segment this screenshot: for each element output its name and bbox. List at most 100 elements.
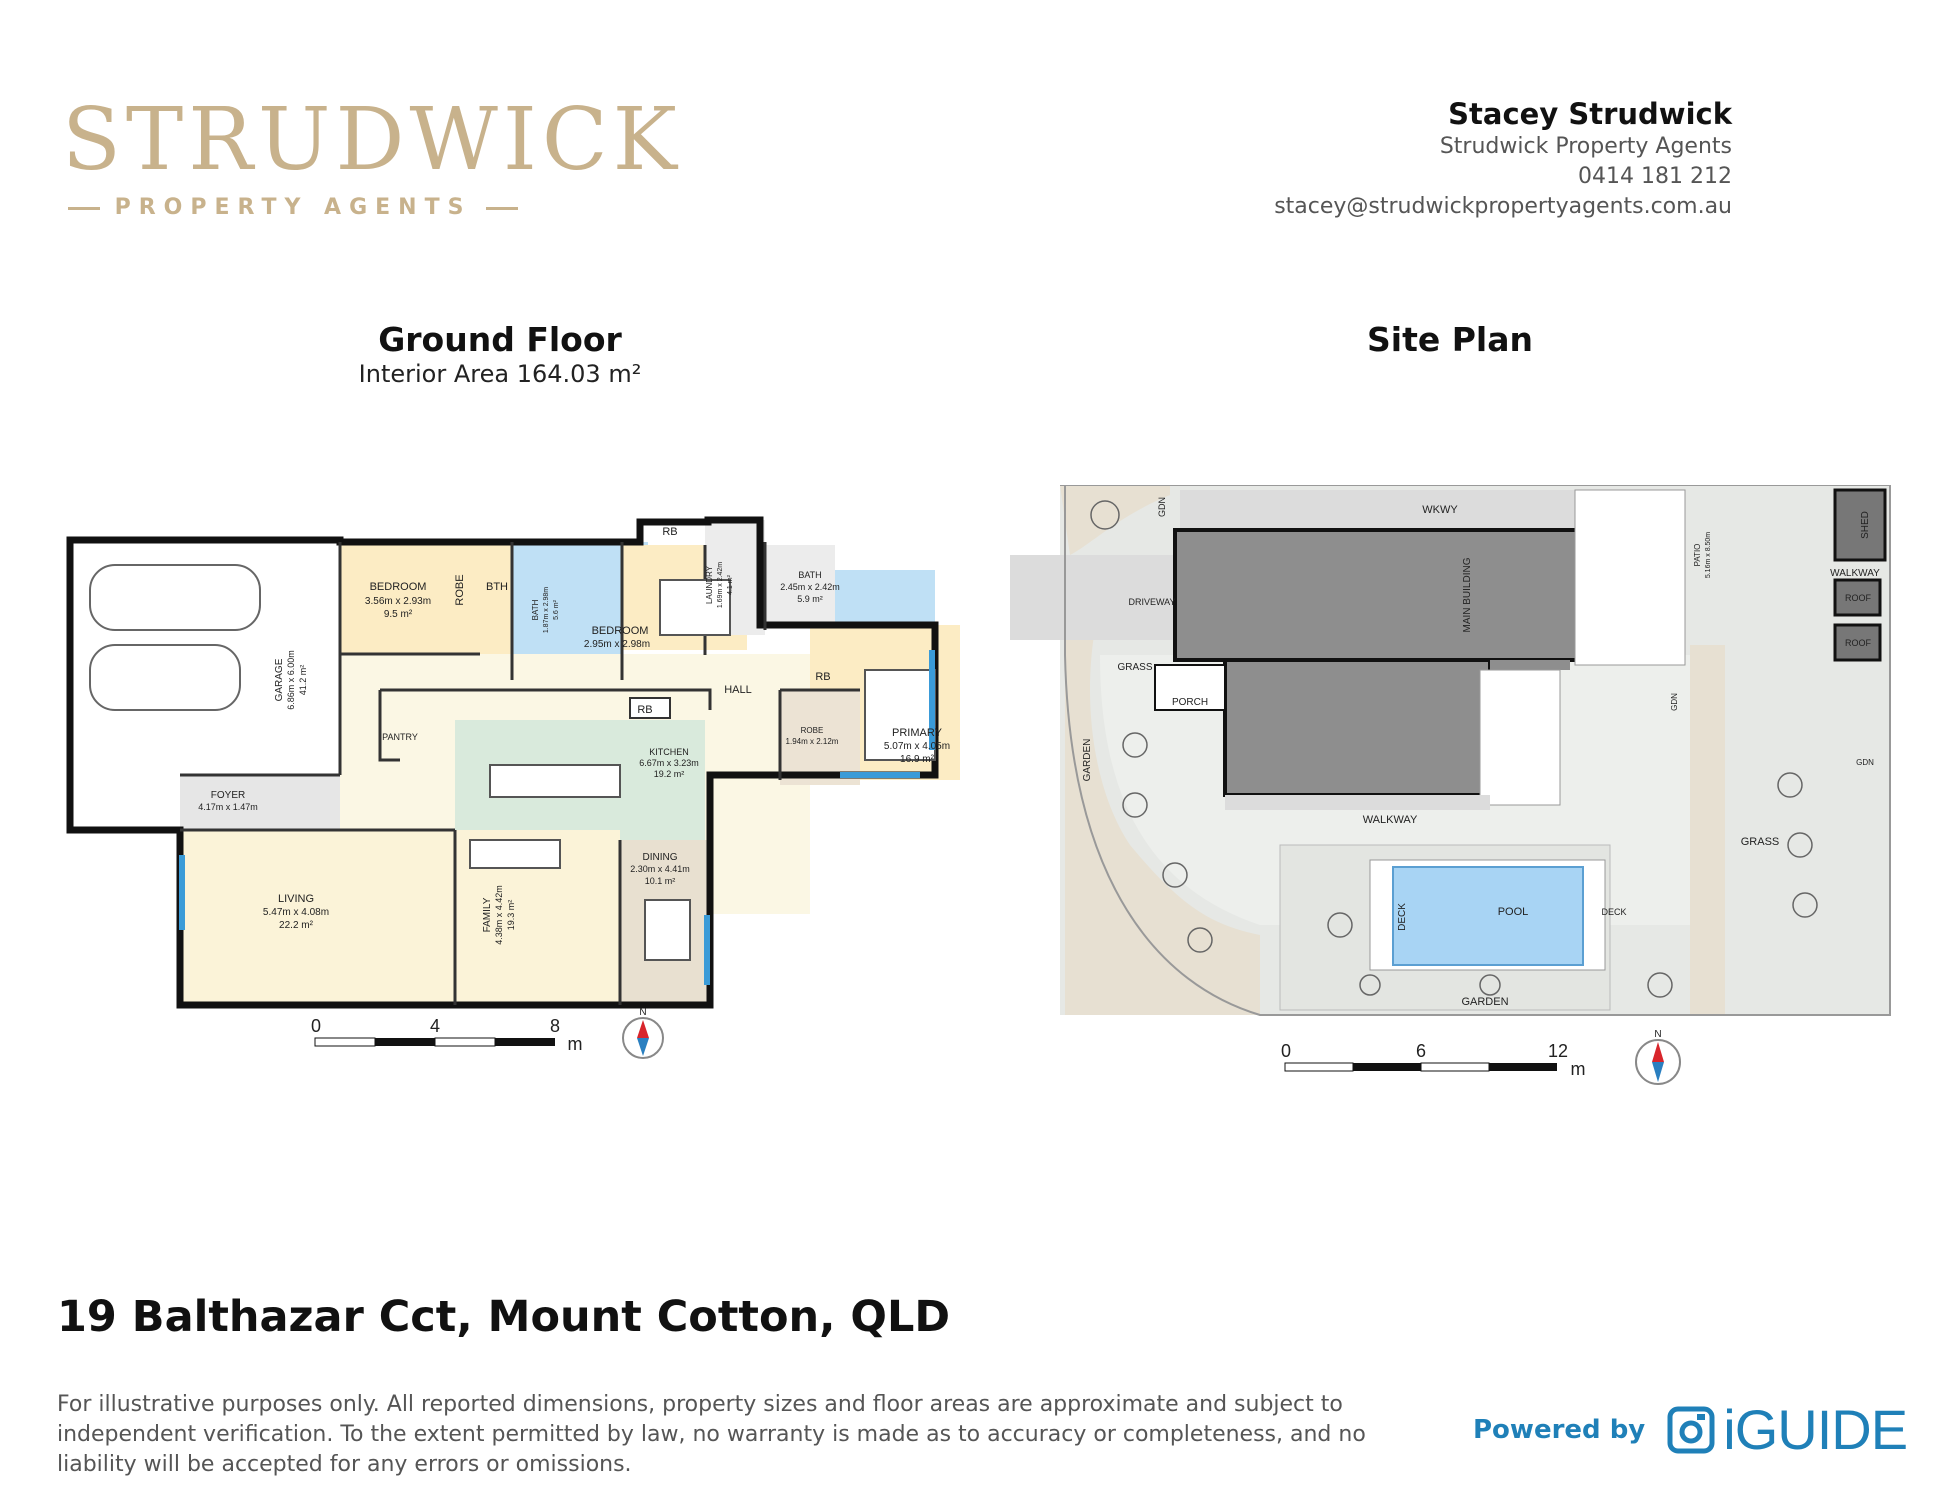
svg-text:16.9 m²: 16.9 m² [900,754,935,765]
svg-text:5.16m x 8.50m: 5.16m x 8.50m [1705,532,1712,578]
rb-primary-label: RB [815,671,830,683]
living-fill [180,830,455,1005]
bath2-fill [835,570,935,630]
svg-text:5.6 m²: 5.6 m² [553,599,560,620]
roof1-label: ROOF [1845,593,1872,603]
powered-by-badge[interactable]: Powered by iGUIDE [1473,1398,1908,1461]
deck-right-label: DECK [1601,907,1626,917]
plant-icons [1090,500,1818,998]
svg-text:4: 4 [430,1016,440,1036]
svg-text:m: m [1571,1059,1586,1079]
north-compass-icon: N [622,1007,664,1059]
rb-top-label: RB [662,526,677,538]
powered-by-label: Powered by [1473,1415,1646,1445]
svg-text:6.67m x 3.23m: 6.67m x 3.23m [639,758,699,768]
garden-left-label: GARDEN [1082,739,1093,782]
svg-text:5.47m x 4.08m: 5.47m x 4.08m [263,907,329,918]
svg-text:9.5 m²: 9.5 m² [384,609,413,620]
agent-company: Strudwick Property Agents [1439,134,1732,159]
bedroom2-label: BEDROOM [592,625,649,637]
ground-floor-title: Ground Floor [378,320,622,359]
svg-text:0: 0 [1281,1041,1291,1061]
hall-label: HALL [724,684,752,696]
foyer-fill [180,775,340,830]
laundry-fill [765,545,835,625]
logo-dash-right [486,207,518,210]
svg-text:5.07m x 4.05m: 5.07m x 4.05m [884,741,950,752]
deck-left-label: DECK [1397,903,1408,931]
site-north-compass-icon: N [1635,1029,1681,1085]
roof2-label: ROOF [1845,638,1872,648]
site-plan-title: Site Plan [1367,320,1533,359]
robe2-label: ROBE [801,726,824,735]
patio-label: PATIO [1693,544,1702,567]
robe1-label: ROBE [454,574,466,605]
bath1-label: BATH [531,599,540,620]
gdn-top-label: GDN [1157,497,1167,517]
site-plan-drawing: GDN WKWY SHED PATIO 5.16m x 8.50m WALKWA… [1010,485,1891,1085]
svg-text:8: 8 [550,1016,560,1036]
kitchen-label: KITCHEN [649,747,689,757]
svg-text:4.1 m²: 4.1 m² [727,574,734,595]
foyer-label: FOYER [211,790,245,801]
pool-label: POOL [1498,906,1529,918]
logo-dash-left [68,207,100,210]
robe2-fill [780,690,860,785]
driveway-label: DRIVEWAY [1128,597,1175,607]
svg-text:3.56m x 2.93m: 3.56m x 2.93m [365,596,431,607]
disclaimer-text: For illustrative purposes only. All repo… [57,1392,1366,1477]
ground-scale-bar: 0 4 8 m [311,1016,583,1054]
interior-area: Interior Area 164.03 m² [358,360,642,388]
wkwy-label: WKWY [1422,504,1458,516]
ground-floor-plan: BEDROOM 3.56m x 2.93m 9.5 m² ROBE BTH BA… [66,516,960,1059]
iguide-wordmark: iGUIDE [1723,1398,1908,1461]
agent-contact: Stacey Strudwick Strudwick Property Agen… [1274,96,1732,222]
walkway-bottom-label: WALKWAY [1363,814,1418,826]
site-scale-bar: 0 6 12 m [1281,1041,1586,1079]
bedroom1-fill [340,542,540,654]
logo-subtitle: PROPERTY AGENTS [114,195,472,220]
car-icons [89,564,261,711]
bth-label: BTH [486,581,508,593]
logo-wordmark: STRUDWICK [62,90,682,190]
svg-text:6.86m x 6.00m: 6.86m x 6.00m [286,650,296,710]
main-building-label: MAIN BUILDING [1462,557,1473,632]
pantry-label: PANTRY [382,732,418,742]
svg-text:19.2 m²: 19.2 m² [654,769,685,779]
bath2-label: BATH [798,570,821,580]
shed-label: SHED [1860,511,1871,539]
primary-label: PRIMARY [892,727,943,739]
bath1-fill [512,545,622,675]
garage-label: GARAGE [274,658,285,701]
family-label: FAMILY [482,897,493,932]
rb-mid-label: RB [637,704,652,716]
grass-top-label: GRASS [1117,662,1152,673]
svg-text:0: 0 [311,1016,321,1036]
svg-text:1.69m x 2.42m: 1.69m x 2.42m [717,562,724,608]
svg-text:2.45m x 2.42m: 2.45m x 2.42m [780,582,840,592]
porch-label: PORCH [1172,697,1208,708]
svg-text:4.38m x 4.42m: 4.38m x 4.42m [494,885,504,945]
svg-text:6: 6 [1416,1041,1426,1061]
svg-text:2.95m x 2.98m: 2.95m x 2.98m [584,639,650,650]
svg-text:4.17m x 1.47m: 4.17m x 1.47m [198,802,258,812]
svg-text:N: N [639,1007,646,1018]
property-address: 19 Balthazar Cct, Mount Cotton, QLD [57,1292,951,1342]
company-logo: STRUDWICK PROPERTY AGENTS [62,90,682,225]
dining-label: DINING [643,852,678,863]
svg-text:5.9 m²: 5.9 m² [797,594,823,604]
iguide-logo-icon [1667,1406,1715,1454]
svg-text:12: 12 [1548,1041,1568,1061]
agent-name: Stacey Strudwick [1448,97,1732,131]
svg-text:10.1 m²: 10.1 m² [645,876,676,886]
svg-text:N: N [1654,1029,1661,1040]
svg-text:41.2 m²: 41.2 m² [298,665,308,696]
agent-email[interactable]: stacey@strudwickpropertyagents.com.au [1274,194,1732,219]
walkway-right-label: WALKWAY [1830,568,1880,579]
agent-phone[interactable]: 0414 181 212 [1578,164,1732,189]
svg-text:22.2 m²: 22.2 m² [279,920,314,931]
svg-text:2.30m x 4.41m: 2.30m x 4.41m [630,864,690,874]
gdn-mid-label: GDN [1670,693,1679,711]
living-label: LIVING [278,893,314,905]
bedroom1-label: BEDROOM [370,581,427,593]
